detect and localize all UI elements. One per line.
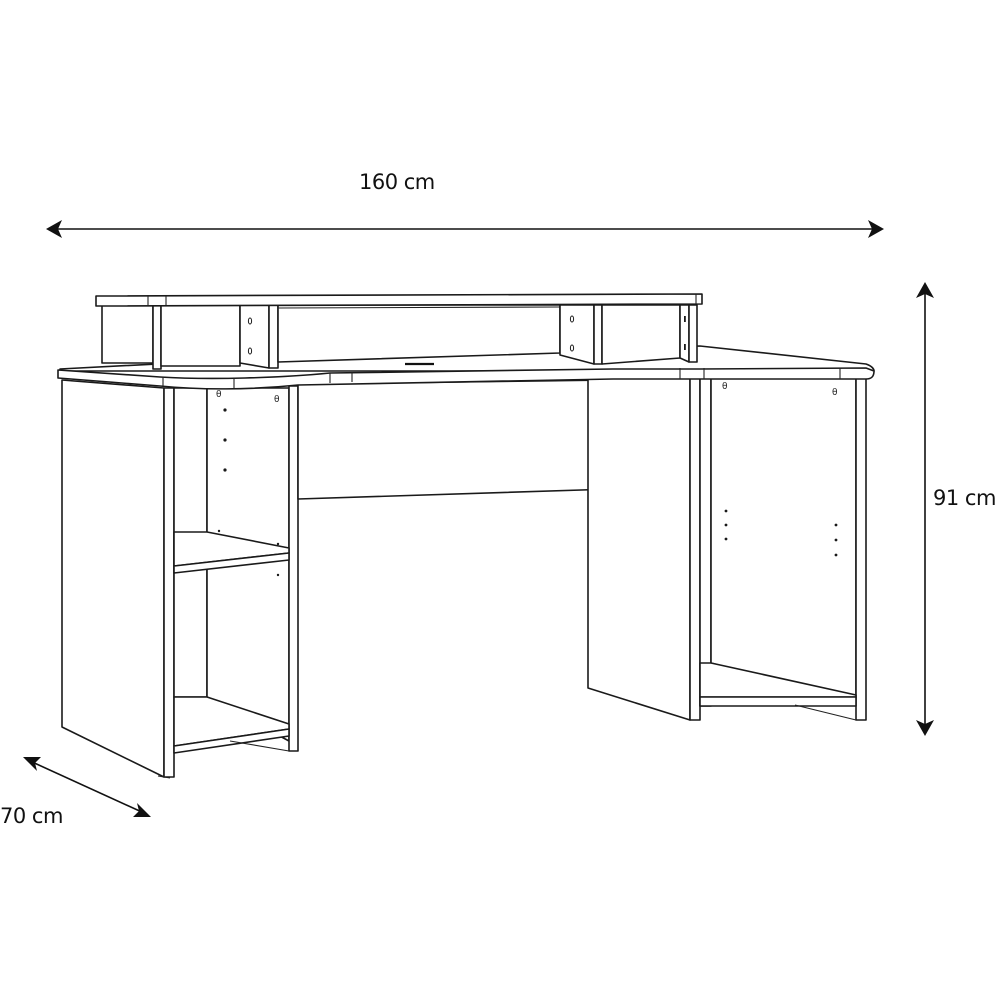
cam-lock-icon: θ	[832, 388, 838, 398]
height-dimension-label: 91 cm	[933, 486, 996, 510]
screw-hole-icon	[684, 344, 686, 350]
arrow-right-icon	[868, 220, 884, 238]
screw-hole-icon	[247, 317, 253, 325]
width-dimension-label: 160 cm	[359, 170, 435, 194]
depth-dimension-arrow	[23, 757, 151, 817]
arrow-down-icon	[916, 720, 934, 736]
shelf-pin-hole-icon	[834, 538, 838, 542]
arrow-up-icon	[916, 282, 934, 298]
arrow-left-icon	[46, 220, 62, 238]
cam-lock-icon: θ	[216, 390, 222, 400]
cam-lock-icon: θ	[274, 395, 280, 405]
modesty-panel	[297, 379, 614, 510]
right-side-unit: θ θ	[699, 377, 867, 721]
screw-hole-icon	[247, 347, 253, 355]
shelf-pin-hole-icon	[724, 509, 728, 513]
arrow-diag-up-icon	[23, 757, 41, 771]
shelf-pin-hole-icon	[223, 438, 227, 442]
cam-lock-icon: θ	[722, 382, 728, 392]
shelf-pin-hole-icon	[276, 573, 280, 577]
shelf-pin-hole-icon	[724, 537, 728, 541]
left-side-unit: θ θ	[61, 379, 299, 779]
arrow-diag-down-icon	[133, 803, 151, 817]
shelf-pin-hole-icon	[217, 529, 221, 533]
center-support-leg	[587, 377, 701, 721]
depth-dimension-label: 70 cm	[0, 804, 63, 828]
hutch-monitor-shelf	[95, 293, 703, 370]
screw-hole-icon	[684, 316, 686, 322]
screw-hole-icon	[569, 344, 575, 352]
shelf-pin-hole-icon	[223, 408, 227, 412]
shelf-pin-hole-icon	[834, 523, 838, 527]
shelf-pin-hole-icon	[834, 553, 838, 557]
shelf-pin-hole-icon	[223, 468, 227, 472]
width-dimension-arrow	[46, 220, 884, 238]
shelf-pin-hole-icon	[276, 542, 280, 546]
shelf-pin-hole-icon	[724, 523, 728, 527]
screw-hole-icon	[569, 315, 575, 323]
height-dimension-arrow	[916, 282, 934, 736]
